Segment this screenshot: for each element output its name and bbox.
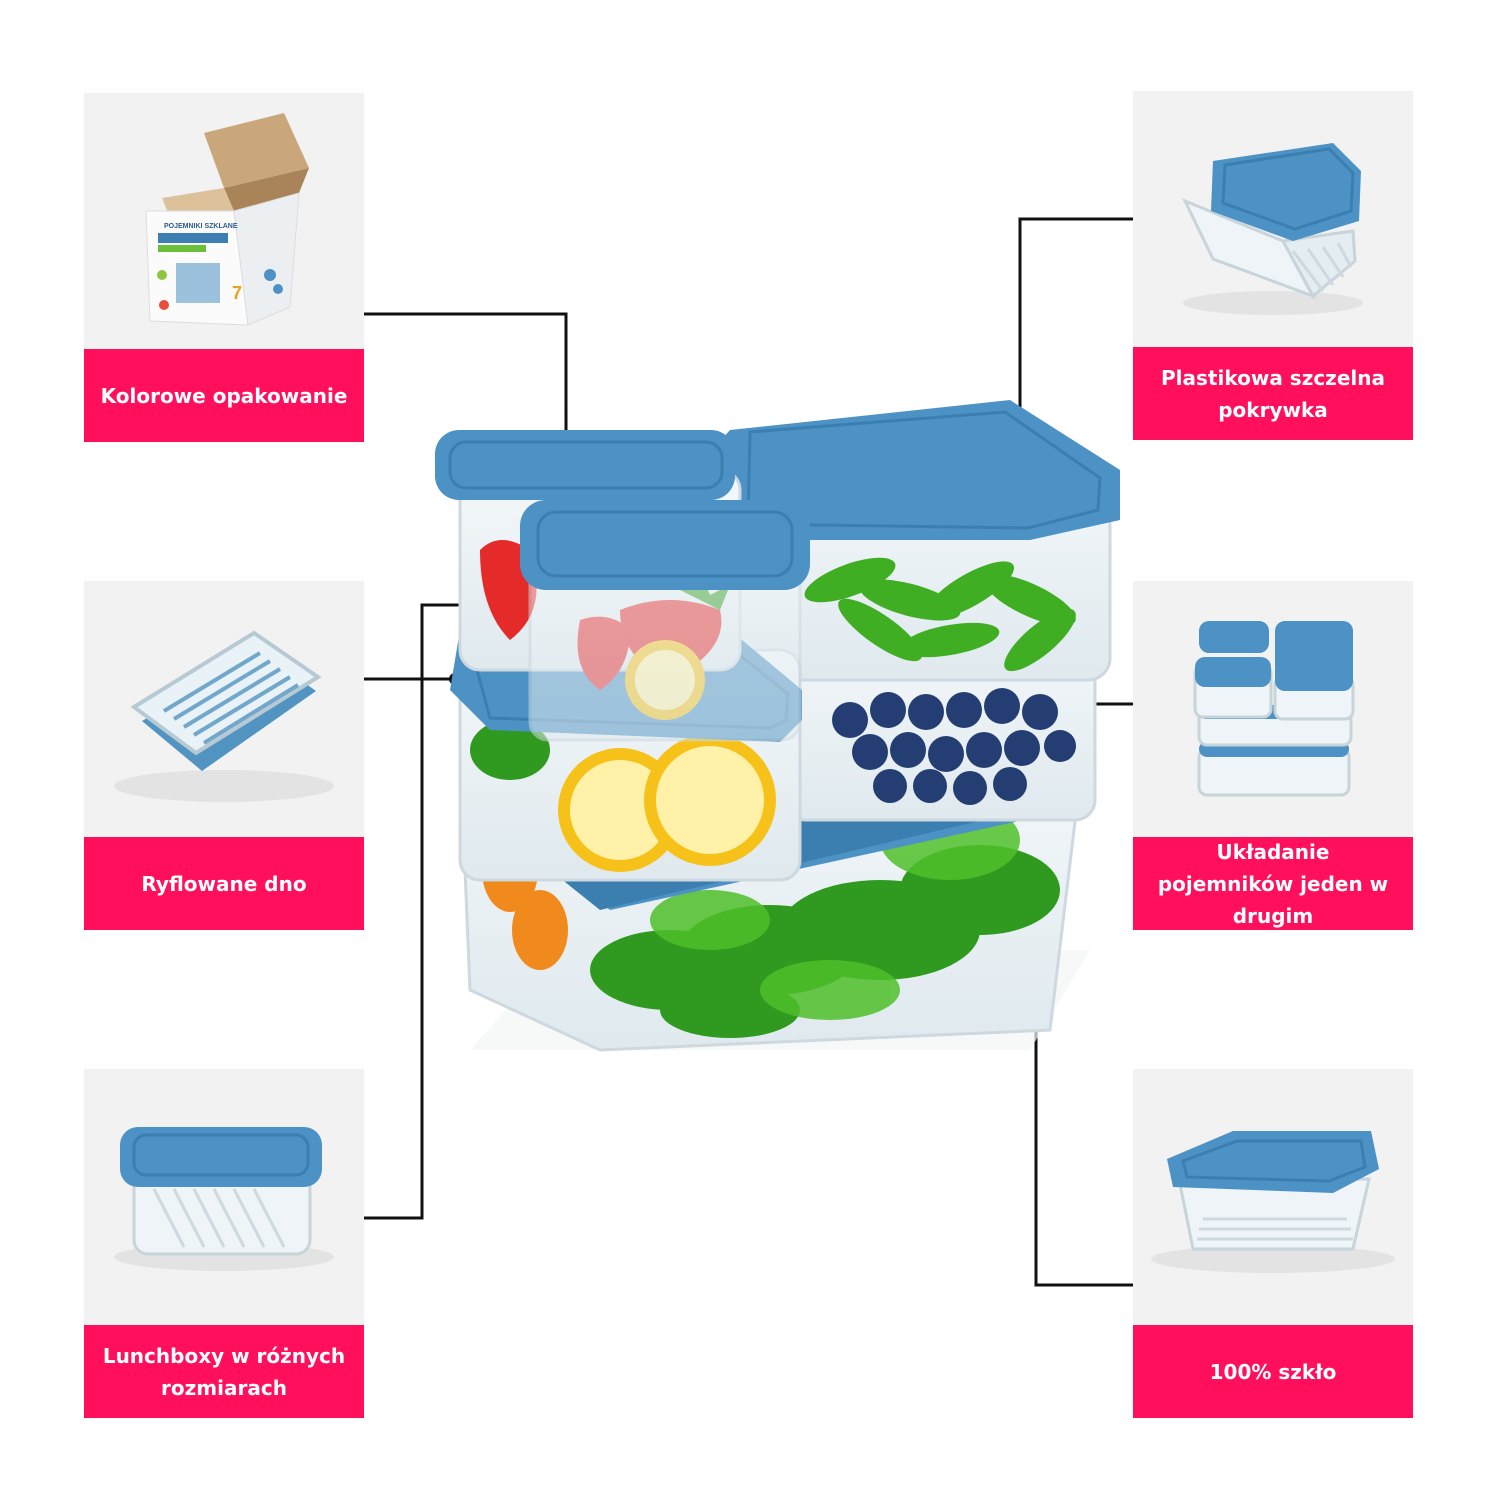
small-container <box>520 500 810 742</box>
sizes-photo <box>84 1069 364 1325</box>
glass-container-icon <box>1151 1131 1395 1273</box>
svg-text:POJEMNIKI SZKLANE: POJEMNIKI SZKLANE <box>164 223 238 230</box>
glass-photo <box>1133 1069 1413 1325</box>
feature-card-stacking: Układanie pojemników jeden w drugim <box>1133 581 1413 930</box>
svg-text:MODULAR: MODULAR <box>166 252 202 259</box>
feature-card-ribbed: Ryflowane dno <box>84 581 364 930</box>
gift-box-icon: 7 POJEMNIKI SZKLANE MODULAR <box>145 113 309 326</box>
lid-photo <box>1133 91 1413 347</box>
ribbed-photo <box>84 581 364 837</box>
sealed-lid-icon <box>1181 143 1363 315</box>
ribbed-bottom-icon <box>114 630 334 802</box>
feature-card-sizes: Lunchboxy w różnych rozmiarach <box>84 1069 364 1418</box>
feature-label-lid: Plastikowa szczelna pokrywka <box>1133 347 1413 440</box>
feature-label-ribbed: Ryflowane dno <box>84 837 364 930</box>
peas-container <box>712 400 1120 682</box>
container-set-icon <box>435 400 1120 1052</box>
feature-label-glass: 100% szkło <box>1133 1325 1413 1418</box>
feature-card-lid: Plastikowa szczelna pokrywka <box>1133 91 1413 440</box>
feature-card-packaging: 7 POJEMNIKI SZKLANE MODULAR Kolorowe opa… <box>84 93 364 442</box>
feature-label-sizes: Lunchboxy w różnych rozmiarach <box>84 1325 364 1418</box>
feature-card-glass: 100% szkło <box>1133 1069 1413 1418</box>
lunchbox-icon <box>114 1127 334 1271</box>
packaging-photo: 7 POJEMNIKI SZKLANE MODULAR <box>84 93 364 349</box>
callout-line-sizes <box>364 603 472 1220</box>
svg-text:7: 7 <box>232 283 242 303</box>
feature-label-stacking: Układanie pojemników jeden w drugim <box>1133 837 1413 930</box>
callout-line-lid <box>1018 217 1133 498</box>
feature-label-packaging: Kolorowe opakowanie <box>84 349 364 442</box>
stacking-photo <box>1133 581 1413 837</box>
nesting-stack-icon <box>1193 621 1355 797</box>
